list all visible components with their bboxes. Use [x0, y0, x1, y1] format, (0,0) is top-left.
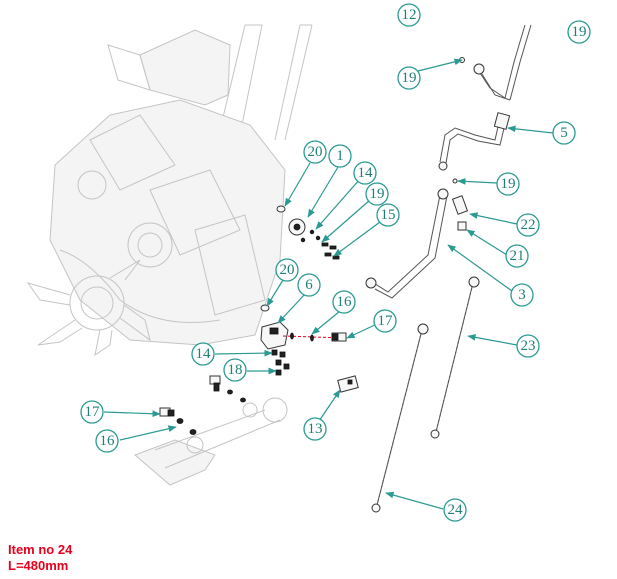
leader-lines — [103, 58, 554, 510]
svg-text:5: 5 — [560, 125, 568, 141]
svg-text:16: 16 — [337, 294, 353, 310]
engine-assembly-ghost — [26, 24, 313, 357]
callout-14-upper[interactable]: 14 — [353, 161, 377, 185]
svg-text:18: 18 — [228, 362, 243, 378]
callout-17-mid[interactable]: 17 — [373, 309, 397, 333]
callout-22[interactable]: 22 — [516, 213, 540, 237]
svg-text:17: 17 — [378, 313, 394, 329]
callout-19-mid[interactable]: 19 — [496, 172, 520, 196]
svg-text:15: 15 — [381, 207, 396, 223]
pipes — [365, 24, 532, 299]
svg-text:19: 19 — [501, 176, 516, 192]
callout-20-lower[interactable]: 20 — [275, 258, 299, 282]
callout-23[interactable]: 23 — [516, 334, 540, 358]
support-bracket-ghost — [134, 397, 288, 486]
callout-19-top[interactable]: 19 — [397, 66, 421, 90]
svg-text:14: 14 — [358, 165, 374, 181]
callout-5[interactable]: 5 — [552, 121, 576, 145]
callout-16-left[interactable]: 16 — [95, 429, 119, 453]
svg-text:3: 3 — [518, 287, 526, 303]
svg-text:17: 17 — [85, 404, 101, 420]
svg-text:6: 6 — [305, 277, 313, 293]
callout-24[interactable]: 24 — [443, 498, 467, 522]
callout-16-mid[interactable]: 16 — [332, 290, 356, 314]
svg-text:1: 1 — [336, 148, 344, 164]
callout-15[interactable]: 15 — [376, 203, 400, 227]
callout-6[interactable]: 6 — [297, 273, 321, 297]
callout-21[interactable]: 21 — [505, 244, 529, 268]
fitting-parts — [159, 375, 359, 435]
svg-text:20: 20 — [308, 144, 323, 160]
callout-19-topright[interactable]: 19 — [567, 20, 591, 44]
svg-text:19: 19 — [572, 24, 587, 40]
valve-block-part — [260, 304, 347, 376]
callout-14-lower[interactable]: 14 — [191, 342, 215, 366]
item-note-line2: L=480mm — [8, 558, 69, 573]
svg-text:19: 19 — [370, 186, 385, 202]
pump-cover-part — [276, 205, 340, 260]
svg-text:23: 23 — [521, 338, 536, 354]
svg-text:12: 12 — [402, 7, 417, 23]
item-note-line1: Item no 24 — [8, 542, 73, 557]
callout-12-partial[interactable]: 12 — [397, 3, 421, 27]
svg-text:20: 20 — [280, 262, 295, 278]
svg-text:19: 19 — [402, 70, 417, 86]
svg-text:21: 21 — [510, 248, 525, 264]
callout-20-upper[interactable]: 20 — [303, 140, 327, 164]
callout-3[interactable]: 3 — [510, 283, 534, 307]
callout-17-left[interactable]: 17 — [80, 400, 104, 424]
fan-ghost — [26, 259, 151, 357]
callout-19-upper[interactable]: 19 — [365, 182, 389, 206]
item-note: Item no 24 L=480mm — [8, 542, 72, 574]
hose-23-part — [430, 276, 480, 439]
svg-text:16: 16 — [100, 433, 116, 449]
callout-13[interactable]: 13 — [303, 417, 327, 441]
hose-24-part — [371, 323, 429, 513]
svg-text:13: 13 — [308, 421, 323, 437]
svg-text:24: 24 — [448, 502, 464, 518]
callout-1[interactable]: 1 — [328, 144, 352, 168]
svg-text:14: 14 — [196, 346, 212, 362]
callout-18[interactable]: 18 — [223, 358, 247, 382]
svg-text:22: 22 — [521, 217, 536, 233]
